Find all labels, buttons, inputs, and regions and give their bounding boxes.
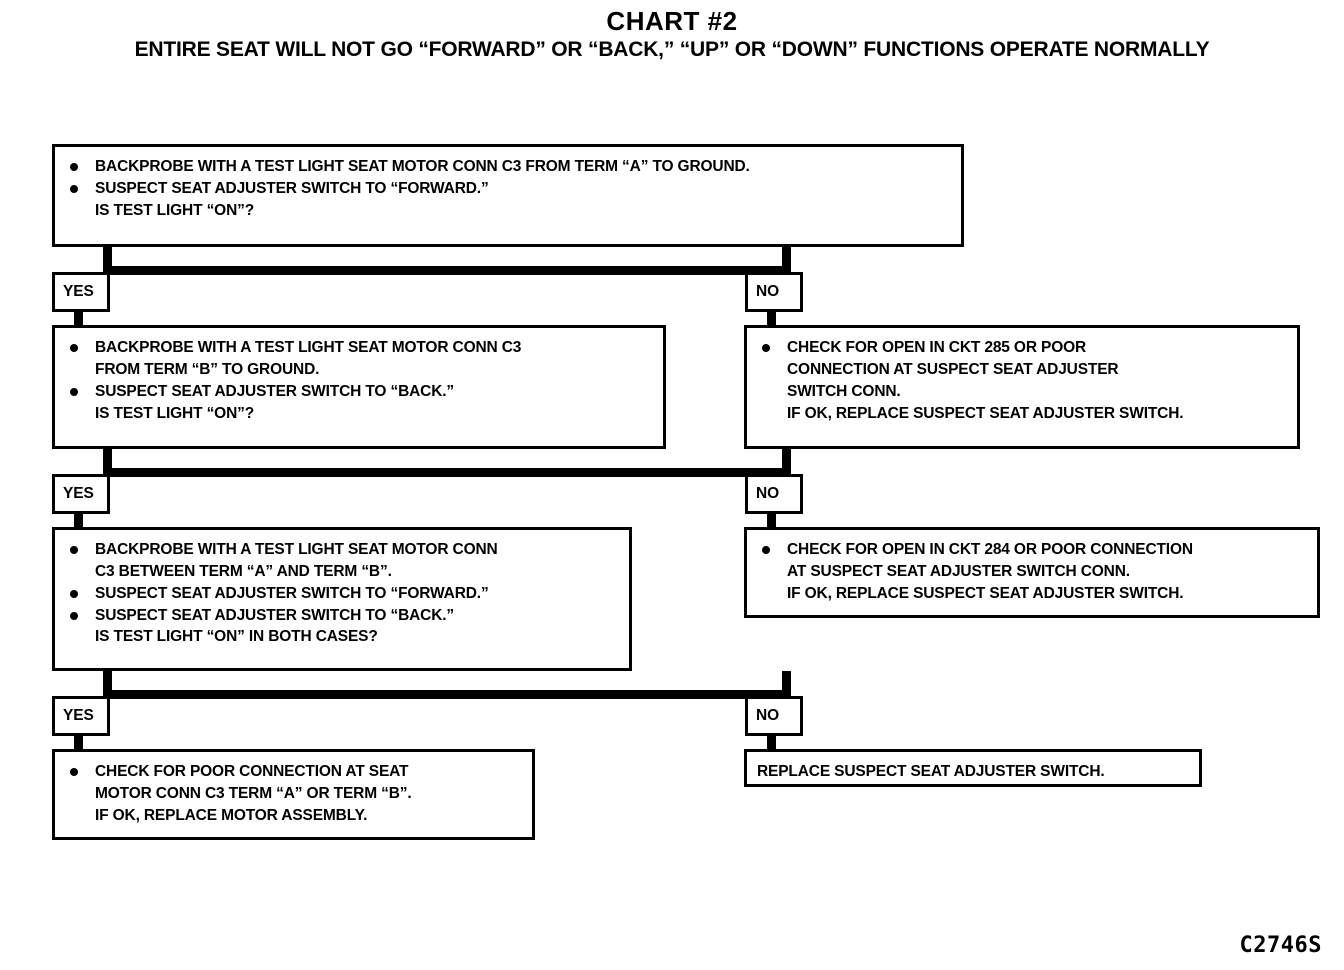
branch-label-no-3: NO bbox=[745, 696, 803, 736]
action-ckt285-text: CHECK FOR OPEN IN CKT 285 OR POOR CONNEC… bbox=[757, 337, 1287, 424]
decision-box-2: BACKPROBE WITH A TEST LIGHT SEAT MOTOR C… bbox=[52, 325, 666, 449]
chart-subtitle: ENTIRE SEAT WILL NOT GO “FORWARD” OR “BA… bbox=[134, 38, 1210, 61]
branch-label-text: YES bbox=[63, 707, 94, 724]
branch-label-no-2: NO bbox=[745, 474, 803, 514]
connector-stub-yes-2 bbox=[74, 512, 83, 528]
branch-label-text: NO bbox=[756, 485, 780, 502]
connector-stub-yes-3 bbox=[74, 734, 83, 750]
action-box-replace-switch: REPLACE SUSPECT SEAT ADJUSTER SWITCH. bbox=[744, 749, 1202, 787]
connector-stub-no-1 bbox=[767, 310, 776, 326]
decision-2-line-2: SUSPECT SEAT ADJUSTER SWITCH TO “BACK.” … bbox=[65, 381, 653, 425]
branch-label-text: NO bbox=[756, 707, 780, 724]
branch-label-text: NO bbox=[756, 283, 780, 300]
branch-label-text: YES bbox=[63, 485, 94, 502]
decision-2-line-1: BACKPROBE WITH A TEST LIGHT SEAT MOTOR C… bbox=[65, 337, 653, 381]
branch-label-yes-2: YES bbox=[52, 474, 110, 514]
decision-box-3: BACKPROBE WITH A TEST LIGHT SEAT MOTOR C… bbox=[52, 527, 632, 671]
action-box-motor-conn: CHECK FOR POOR CONNECTION AT SEAT MOTOR … bbox=[52, 749, 535, 840]
decision-1-line-2: SUSPECT SEAT ADJUSTER SWITCH TO “FORWARD… bbox=[65, 178, 951, 222]
branch-label-yes-1: YES bbox=[52, 272, 110, 312]
decision-3-line-2: SUSPECT SEAT ADJUSTER SWITCH TO “FORWARD… bbox=[65, 583, 619, 605]
connector-stub-2-left bbox=[103, 449, 112, 475]
connector-stub-3-left bbox=[103, 671, 112, 697]
decision-3-line-1: BACKPROBE WITH A TEST LIGHT SEAT MOTOR C… bbox=[65, 539, 619, 583]
branch-label-text: YES bbox=[63, 283, 94, 300]
decision-3-line-3: SUSPECT SEAT ADJUSTER SWITCH TO “BACK.” … bbox=[65, 605, 619, 649]
action-motor-conn-text: CHECK FOR POOR CONNECTION AT SEAT MOTOR … bbox=[65, 761, 522, 827]
connector-stub-no-3 bbox=[767, 734, 776, 750]
connector-stub-1-left bbox=[103, 247, 112, 273]
action-replace-switch-text: REPLACE SUSPECT SEAT ADJUSTER SWITCH. bbox=[757, 763, 1105, 780]
connector-bar-3 bbox=[103, 690, 791, 699]
connector-bar-2 bbox=[103, 468, 791, 477]
action-box-ckt284: CHECK FOR OPEN IN CKT 284 OR POOR CONNEC… bbox=[744, 527, 1320, 618]
connector-bar-1 bbox=[103, 266, 791, 275]
figure-reference-code: C2746S bbox=[1239, 933, 1322, 958]
connector-stub-3-right bbox=[782, 671, 791, 697]
branch-label-yes-3: YES bbox=[52, 696, 110, 736]
decision-box-1: BACKPROBE WITH A TEST LIGHT SEAT MOTOR C… bbox=[52, 144, 964, 247]
connector-stub-no-2 bbox=[767, 512, 776, 528]
action-box-ckt285: CHECK FOR OPEN IN CKT 285 OR POOR CONNEC… bbox=[744, 325, 1300, 449]
connector-stub-2-right bbox=[782, 449, 791, 475]
chart-title: CHART #2 bbox=[606, 6, 738, 36]
connector-stub-yes-1 bbox=[74, 310, 83, 326]
connector-stub-1-right bbox=[782, 247, 791, 273]
action-ckt284-text: CHECK FOR OPEN IN CKT 284 OR POOR CONNEC… bbox=[757, 539, 1307, 605]
decision-1-line-1: BACKPROBE WITH A TEST LIGHT SEAT MOTOR C… bbox=[65, 156, 951, 178]
branch-label-no-1: NO bbox=[745, 272, 803, 312]
